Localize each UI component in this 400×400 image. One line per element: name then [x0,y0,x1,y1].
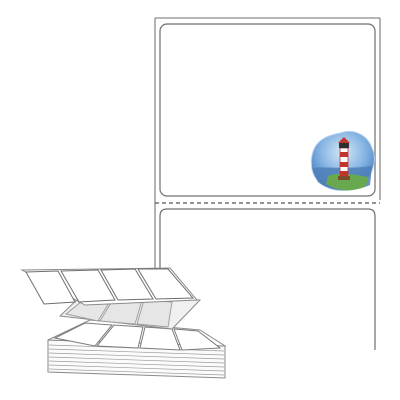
fanfold-stack [20,267,227,379]
label-bottom [159,208,376,360]
lighthouse-icon [310,131,375,191]
